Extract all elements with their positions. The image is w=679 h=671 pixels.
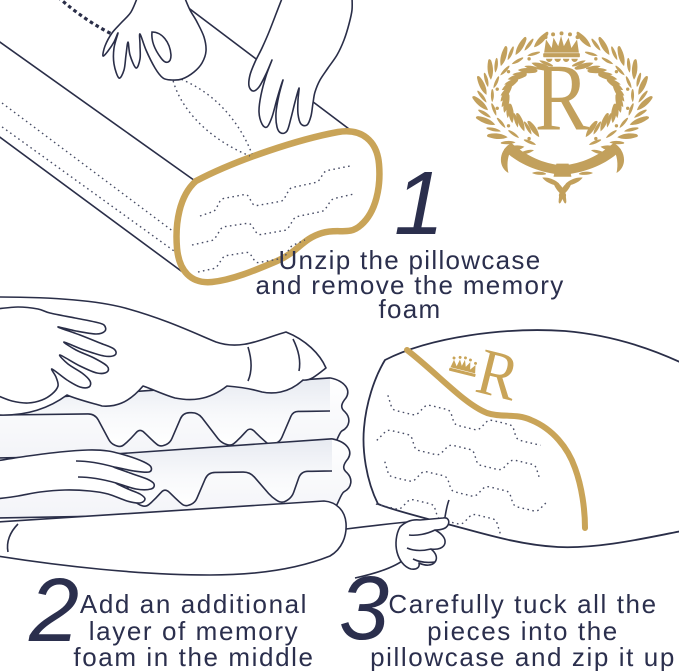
svg-text:R: R: [535, 46, 589, 151]
